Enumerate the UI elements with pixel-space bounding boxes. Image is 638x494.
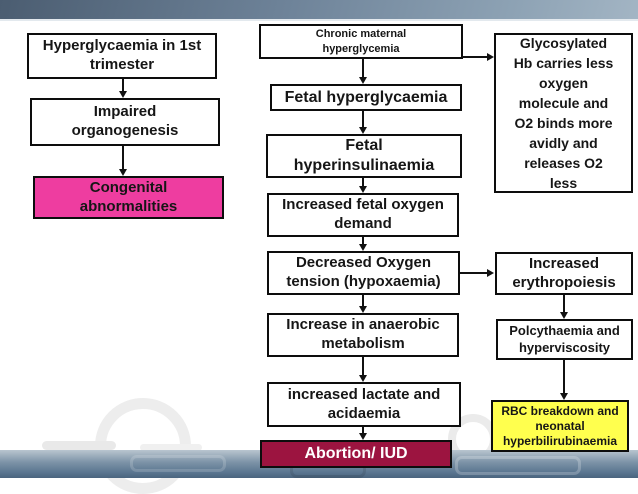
arrow-chronic-to-fetal-hyperglycaemia (358, 59, 367, 84)
box-increase-anaerobic-metabolism: Increase in anaerobic metabolism (267, 313, 459, 357)
box-rbc-breakdown-neonatal: RBC breakdown and neonatal hyperbilirubi… (491, 400, 629, 452)
decor-circuit-chip (130, 455, 226, 472)
arrow-anaerobic-to-lactate (358, 357, 367, 382)
box-glycosylated-hb: Glycosylated Hb carries less oxygen mole… (494, 33, 633, 193)
arrow-hyperinsulinaemia-to-oxygen-demand (358, 178, 367, 193)
box-increased-fetal-oxygen-demand: Increased fetal oxygen demand (267, 193, 459, 237)
arrow-trimester-to-organogenesis (118, 79, 127, 98)
arrow-organogenesis-to-congenital (118, 146, 127, 176)
arrow-oxygen-tension-to-anaerobic (358, 295, 367, 313)
box-increased-lactate-acidaemia: increased lactate and acidaemia (267, 382, 461, 427)
arrow-polycythaemia-to-rbc (559, 360, 568, 400)
box-decreased-oxygen-tension: Decreased Oxygen tension (hypoxaemia) (267, 251, 460, 295)
arrow-lactate-to-abortion (358, 427, 367, 440)
arrow-oxygen-tension-to-erythropoiesis (460, 268, 494, 277)
decor-pill (140, 444, 202, 451)
top-accent-bar (0, 0, 638, 21)
arrow-erythropoiesis-to-polycythaemia (559, 295, 568, 319)
box-polycythaemia-hyperviscosity: Polcythaemia and hyperviscosity (496, 319, 633, 360)
arrow-hyperglycaemia-to-hyperinsulinaemia (358, 111, 367, 134)
decor-circuit-chip (455, 456, 581, 475)
box-abortion-iud: Abortion/ IUD (260, 440, 452, 468)
box-fetal-hyperglycaemia: Fetal hyperglycaemia (270, 84, 462, 111)
box-chronic-maternal-hyperglycemia: Chronic maternal hyperglycemia (259, 24, 463, 59)
box-hyperglycaemia-1st-trimester: Hyperglycaemia in 1st trimester (27, 33, 217, 79)
box-congenital-abnormalities: Congenital abnormalities (33, 176, 224, 219)
arrow-chronic-to-glycosylated (463, 52, 494, 61)
box-increased-erythropoiesis: Increased erythropoiesis (495, 252, 633, 295)
arrow-oxygen-demand-to-oxygen-tension (358, 237, 367, 251)
decor-pill (42, 441, 116, 450)
box-impaired-organogenesis: Impaired organogenesis (30, 98, 220, 146)
box-fetal-hyperinsulinaemia: Fetal hyperinsulinaemia (266, 134, 462, 178)
